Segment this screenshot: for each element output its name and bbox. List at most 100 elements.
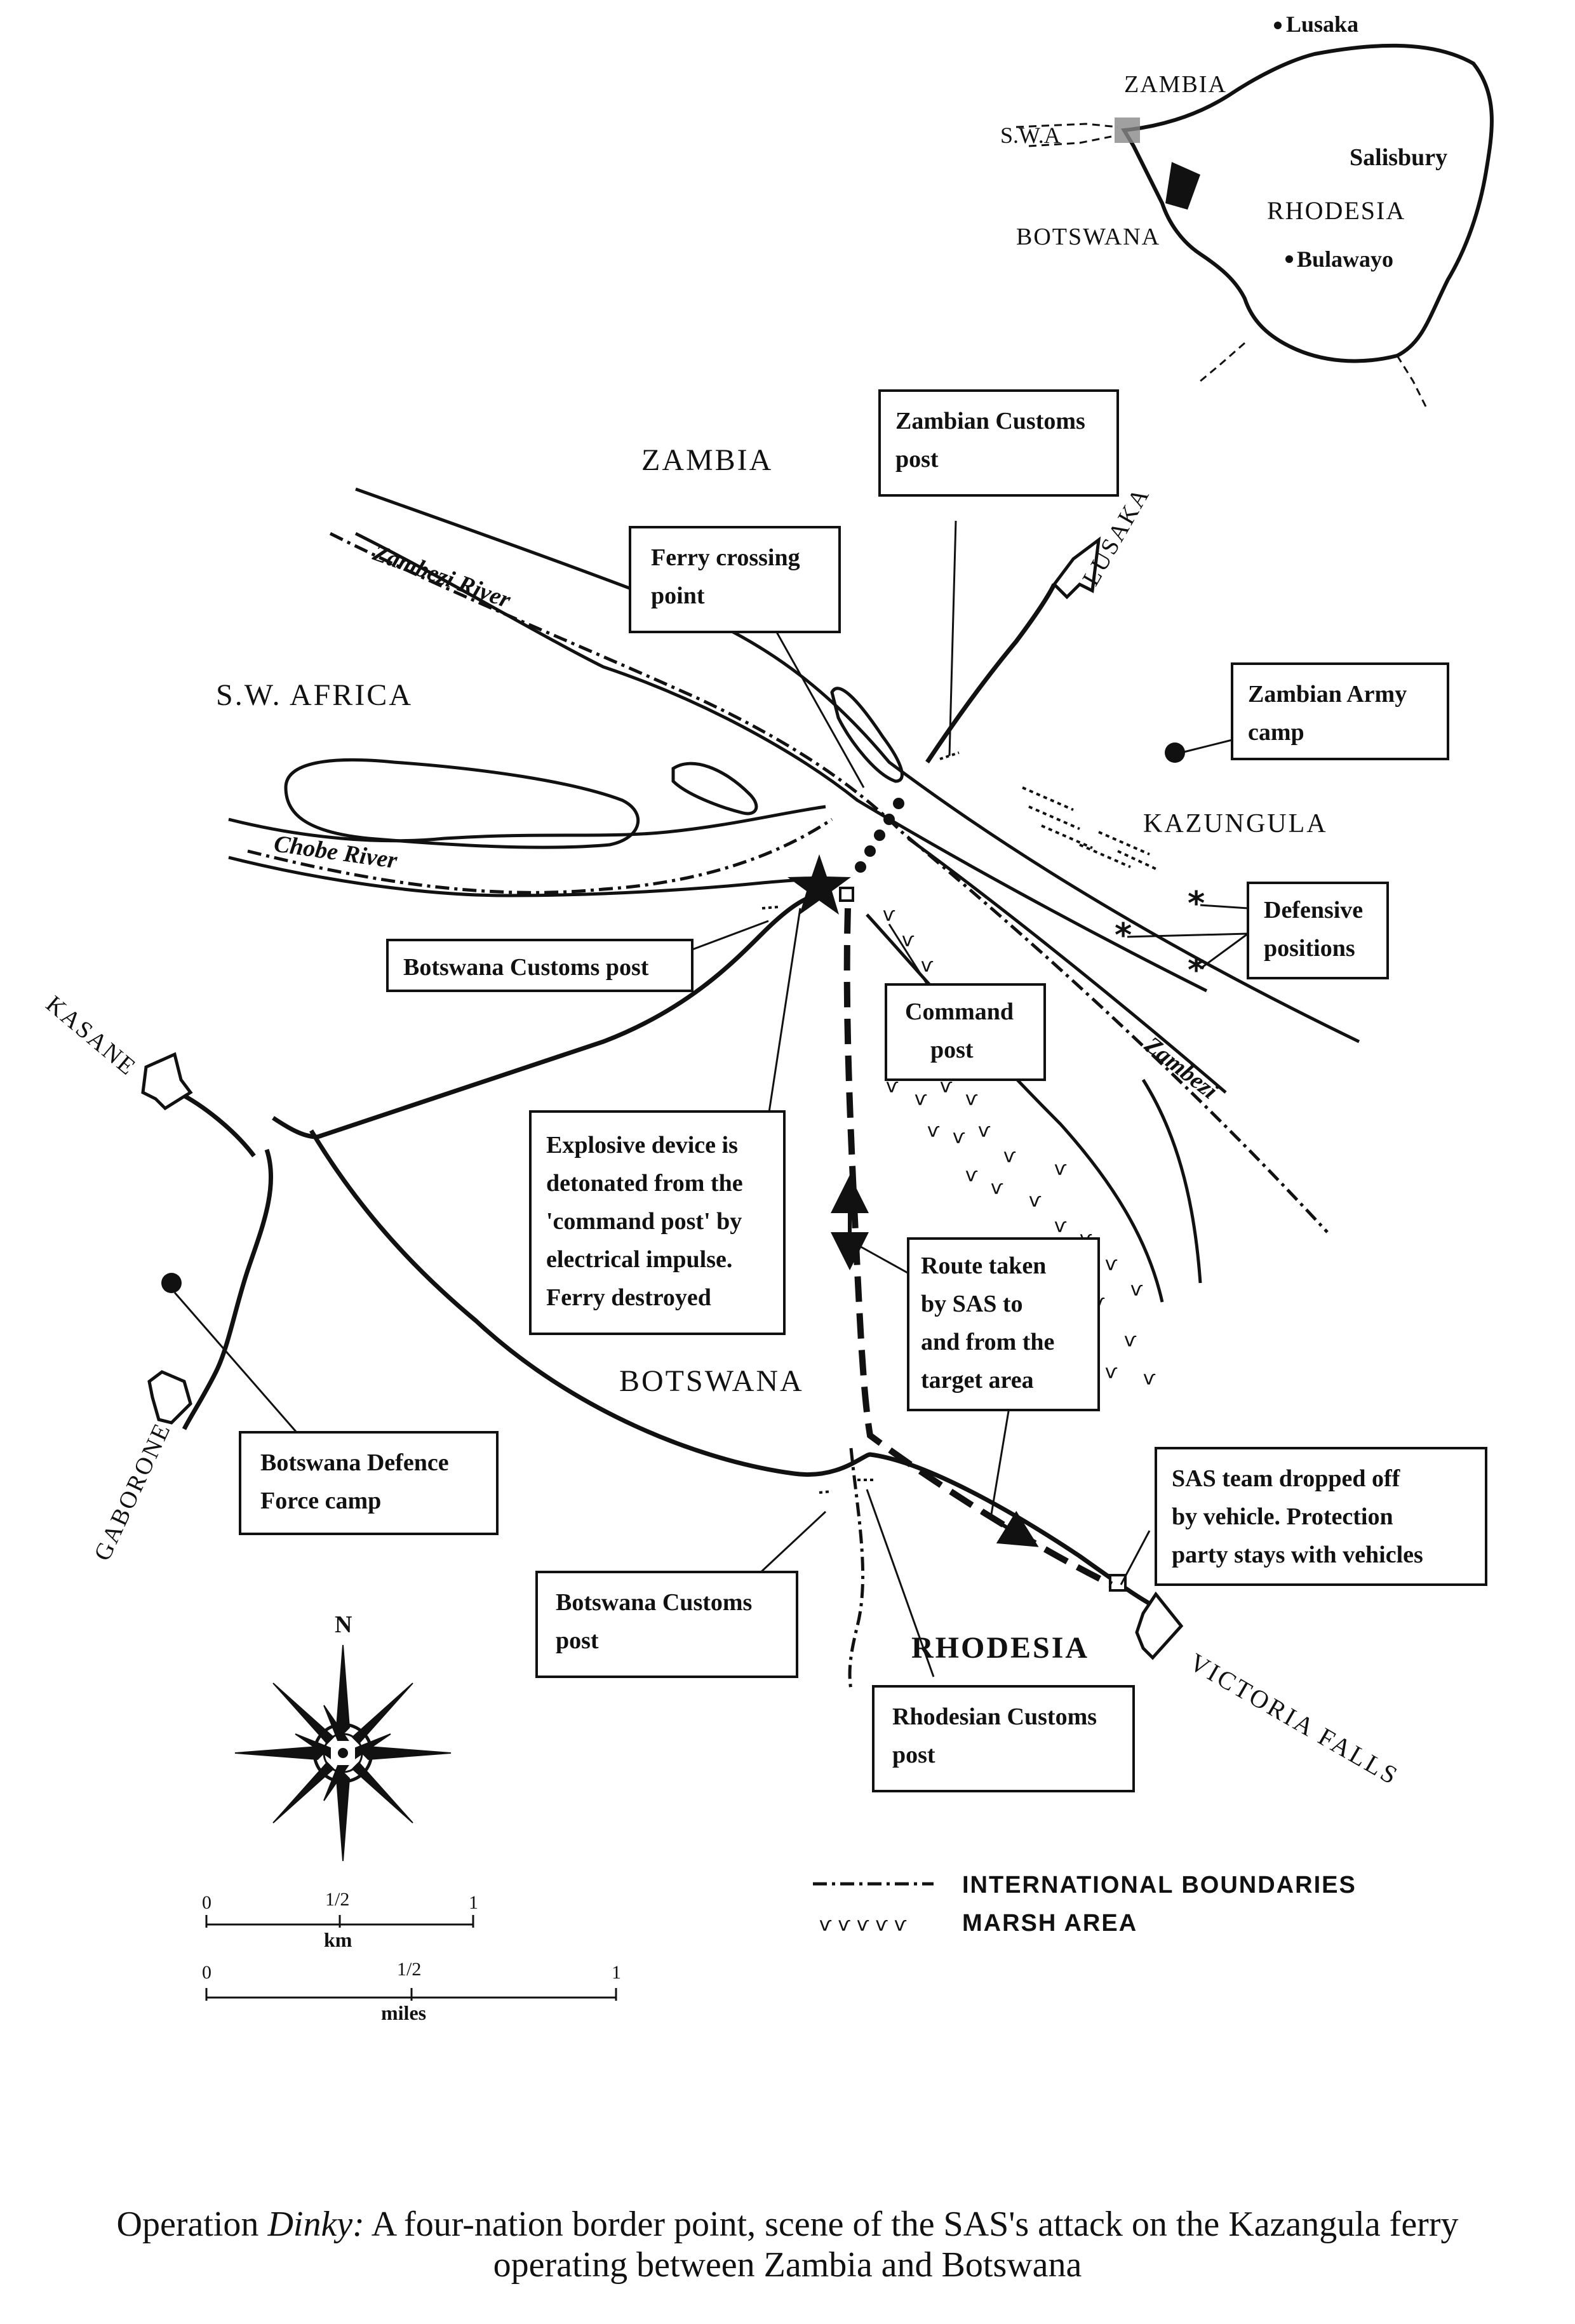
label-victoria-falls: VICTORIA FALLS <box>1185 1648 1405 1791</box>
inset-swa-label: S.W.A <box>1000 123 1061 148</box>
svg-text:ѵ: ѵ <box>927 1120 940 1142</box>
label-lusaka: LUSAKA <box>1077 482 1155 590</box>
svg-text:Ferry crossing: Ferry crossing <box>651 544 800 571</box>
callout-ferry-crossing: Ferry crossing point <box>629 526 841 633</box>
callout-defensive: Defensive positions <box>1247 882 1389 979</box>
kazungula-settlement <box>1022 786 1156 870</box>
ferry-crossing-dots <box>855 798 904 873</box>
svg-text:ѵ: ѵ <box>1143 1367 1156 1390</box>
svg-text:*: * <box>1188 885 1205 923</box>
svg-text:post: post <box>895 446 939 473</box>
international-boundaries <box>247 532 1329 1690</box>
label-sw-africa: S.W. AFRICA <box>216 678 413 712</box>
inset-border-swa-south <box>1028 135 1112 147</box>
island-ferry <box>830 687 904 783</box>
compass-north-label: N <box>335 1611 352 1638</box>
caption-line-2: operating between Zambia and Botswana <box>493 2245 1082 2285</box>
svg-text:Route taken: Route taken <box>921 1253 1046 1279</box>
zambezi-channel-south <box>907 836 1227 1094</box>
label-zambia: ZAMBIA <box>641 443 773 477</box>
zambezi-river <box>354 487 1360 1094</box>
svg-text:by vehicle. Protection: by vehicle. Protection <box>1172 1503 1393 1530</box>
zambezi-north-bank <box>355 487 1360 1044</box>
svg-text:by SAS to: by SAS to <box>921 1291 1023 1317</box>
svg-text:ѵ: ѵ <box>1105 1253 1118 1275</box>
svg-text:ѵ: ѵ <box>915 1088 927 1110</box>
svg-text:Ferry destroyed: Ferry destroyed <box>546 1284 711 1311</box>
svg-text:ѵ: ѵ <box>1130 1279 1143 1301</box>
legend-marsh-symbol: ѵ ѵ ѵ ѵ ѵ <box>819 1914 907 1936</box>
svg-text:post: post <box>556 1627 599 1654</box>
svg-text:and from the: and from the <box>921 1329 1054 1355</box>
defensive-positions: * * * <box>1115 885 1205 990</box>
road-kasane-ferry <box>272 893 820 1139</box>
svg-text:ѵ: ѵ <box>1029 1190 1042 1212</box>
scale-miles-half: 1/2 <box>397 1959 421 1980</box>
roads <box>177 583 1157 1609</box>
svg-text:ѵ: ѵ <box>1054 1215 1067 1237</box>
callout-botswana-customs-north: Botswana Customs post <box>386 939 694 992</box>
svg-text:Explosive device is: Explosive device is <box>546 1132 738 1159</box>
scale-miles-0: 0 <box>202 1962 211 1983</box>
svg-text:Force camp: Force camp <box>260 1488 381 1514</box>
label-kazungula: KAZUNGULA <box>1143 809 1328 838</box>
svg-text:Defensive: Defensive <box>1264 897 1363 924</box>
callout-rhodesian-customs: Rhodesian Customs post <box>872 1685 1135 1792</box>
svg-text:ѵ: ѵ <box>1105 1361 1118 1383</box>
callout-command-post: Command post <box>885 983 1046 1081</box>
islands <box>284 687 1202 1303</box>
callout-botswana-customs-south: Botswana Customs post <box>535 1571 798 1678</box>
inset-border-swa <box>1015 123 1118 128</box>
callout-route: Route taken by SAS to and from the targe… <box>907 1237 1100 1411</box>
scale-km <box>205 1915 474 1928</box>
inset-border-south-east <box>1396 355 1427 407</box>
svg-text:ѵ: ѵ <box>991 1177 1003 1199</box>
svg-text:party stays with vehicles: party stays with vehicles <box>1172 1541 1423 1568</box>
road-kasane <box>177 1090 256 1158</box>
marsh-bank-east <box>1141 1078 1202 1284</box>
scale-miles-1: 1 <box>612 1962 621 1983</box>
svg-text:point: point <box>651 582 705 609</box>
scale-miles <box>205 1988 617 2001</box>
island-small <box>671 762 758 816</box>
marsh-bank <box>866 913 1164 1303</box>
bdf-camp-dot <box>161 1273 182 1293</box>
svg-text:positions: positions <box>1264 935 1355 962</box>
sas-route-arrow-right <box>980 1510 1039 1547</box>
svg-text:Zambian Army: Zambian Army <box>1248 681 1407 708</box>
callout-sas-team: SAS team dropped off by vehicle. Protect… <box>1155 1447 1487 1586</box>
chobe-river <box>228 805 840 897</box>
road-gaborone <box>182 1148 273 1430</box>
inset-rhodesia-outline <box>1120 43 1494 363</box>
legend: INTERNATIONAL BOUNDARIES ѵ ѵ ѵ ѵ ѵ MARSH… <box>813 1872 1355 1937</box>
svg-text:ѵ: ѵ <box>965 1164 978 1186</box>
boundary-south <box>848 1447 865 1690</box>
caption-italic: Dinky: <box>267 2205 365 2244</box>
svg-text:ѵ: ѵ <box>1003 1145 1016 1167</box>
svg-text:ѵ: ѵ <box>965 1088 978 1110</box>
scale-miles-unit: miles <box>381 2001 426 2024</box>
svg-text:SAS team dropped off: SAS team dropped off <box>1172 1465 1401 1492</box>
inset-rhodesia-label: RHODESIA <box>1267 196 1405 225</box>
svg-text:*: * <box>1188 951 1205 990</box>
ferry-target-star-icon <box>788 854 851 915</box>
inset-border-south-west <box>1200 342 1245 382</box>
svg-text:ѵ: ѵ <box>1124 1329 1137 1352</box>
inset-lusaka-label: Lusaka <box>1286 11 1358 37</box>
svg-text:post: post <box>892 1742 935 1768</box>
leader-lines <box>173 520 1249 1677</box>
inset-bulawayo-label: Bulawayo <box>1297 246 1393 272</box>
inset-target-area <box>1115 118 1140 143</box>
sas-route <box>843 908 1113 1588</box>
scale-km-unit: km <box>324 1928 352 1951</box>
legend-marsh-label: MARSH AREA <box>962 1910 1137 1937</box>
scale-km-1: 1 <box>469 1892 478 1913</box>
inset-arrow-icon <box>1165 162 1200 210</box>
svg-text:Command: Command <box>905 998 1014 1025</box>
inset-map: Lusaka ZAMBIA S.W.A BOTSWANA Salisbury R… <box>1000 11 1494 407</box>
svg-text:ѵ: ѵ <box>902 929 915 951</box>
victoria-falls-arrow-icon <box>1135 1591 1184 1660</box>
label-botswana: BOTSWANA <box>619 1364 804 1398</box>
svg-text:ѵ: ѵ <box>883 904 895 926</box>
svg-text:detonated from the: detonated from the <box>546 1170 743 1197</box>
